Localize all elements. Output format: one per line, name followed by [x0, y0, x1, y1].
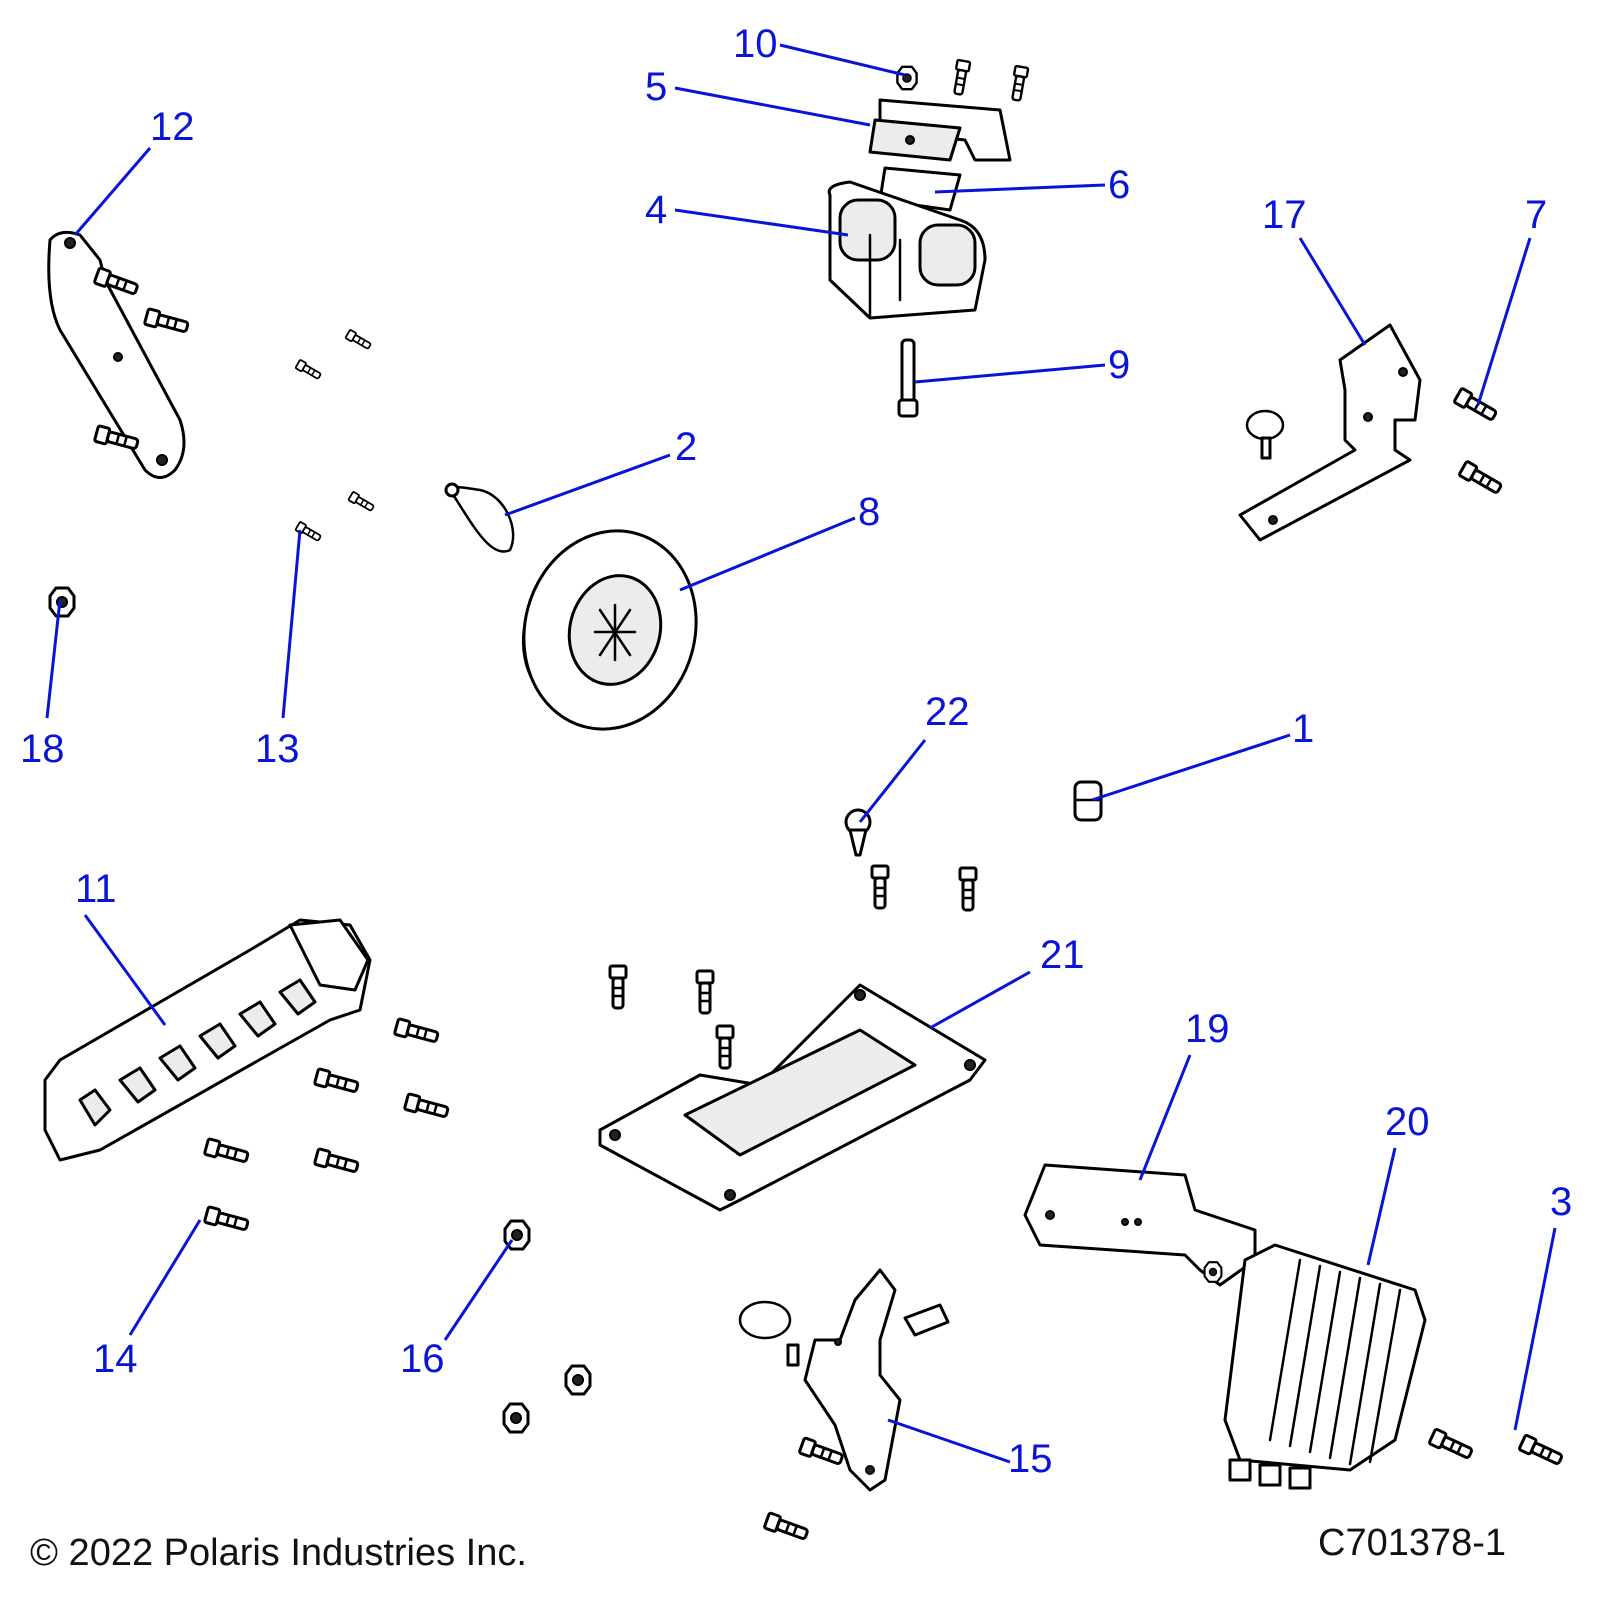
leader-19: [1138, 1054, 1192, 1181]
leader-16: [443, 1239, 514, 1341]
callout-3: 3: [1550, 1180, 1572, 1224]
leader-12: [73, 147, 152, 236]
leader-13: [281, 529, 302, 719]
bracket-part-17: [1238, 323, 1505, 542]
bracket-part-19: [1023, 1163, 1257, 1287]
callout-7: 7: [1525, 193, 1547, 237]
drawing-id: C701378-1: [1318, 1522, 1506, 1564]
callout-6: 6: [1108, 163, 1130, 207]
callout-2: 2: [675, 425, 697, 469]
cable-tie-part-2: [444, 482, 515, 553]
callout-22: 22: [925, 690, 970, 734]
callout-4: 4: [645, 188, 667, 232]
callout-12: 12: [150, 105, 195, 149]
callout-18: 18: [20, 727, 65, 771]
bracket-part-12: [47, 230, 191, 479]
callout-11: 11: [75, 867, 117, 911]
callout-13: 13: [255, 727, 300, 771]
callout-5: 5: [645, 65, 667, 109]
relay-assembly: [827, 58, 1030, 418]
grommet-part-8: [521, 529, 698, 731]
leader-8: [679, 516, 856, 592]
leader-9: [914, 363, 1106, 384]
leader-3: [1513, 1227, 1557, 1431]
leader-14: [128, 1219, 202, 1336]
callout-20: 20: [1385, 1100, 1430, 1144]
leader-6: [934, 183, 1106, 194]
bolt-part-3: [1517, 1433, 1566, 1469]
leader-5: [674, 86, 871, 127]
copyright-text: © 2022 Polaris Industries Inc.: [30, 1532, 527, 1574]
leader-7: [1476, 237, 1532, 406]
leader-lines: [45, 43, 1557, 1464]
plate-part-21: [598, 964, 987, 1212]
leader-17: [1298, 237, 1367, 346]
bracket-part-15: [738, 1268, 950, 1544]
callout-9: 9: [1108, 343, 1130, 387]
callout-17: 17: [1262, 193, 1307, 237]
leader-10: [779, 43, 906, 77]
leader-4: [674, 208, 849, 237]
leader-20: [1366, 1147, 1397, 1266]
long-bolt-part-9: [897, 338, 919, 418]
callout-19: 19: [1185, 1007, 1230, 1051]
nuts-part-16: [502, 1219, 592, 1434]
fastener-part-22: [844, 808, 978, 912]
screw-part-14: [202, 1205, 251, 1235]
callout-10: 10: [733, 22, 778, 66]
leader-2: [504, 453, 671, 517]
callout-8: 8: [858, 490, 880, 534]
callout-16: 16: [400, 1337, 445, 1381]
leader-18: [45, 599, 62, 719]
leader-11: [83, 914, 167, 1026]
nut-part-18: [48, 586, 76, 618]
fuse-block-part-11: [43, 918, 451, 1177]
clip-part-1: [1073, 780, 1103, 822]
callout-labels: 10 5 12 6 4 17 7 9 2 8 22 1 18 13 11 21 …: [20, 22, 1572, 1481]
screws-part-13: [294, 328, 376, 544]
callout-14: 14: [93, 1337, 138, 1381]
leader-15: [887, 1418, 1011, 1464]
callout-15: 15: [1008, 1437, 1053, 1481]
callout-21: 21: [1040, 933, 1085, 977]
leader-21: [929, 970, 1031, 1030]
callout-1: 1: [1292, 707, 1314, 751]
leader-22: [858, 739, 927, 823]
leader-1: [1091, 733, 1291, 802]
regulator-part-20: [1223, 1243, 1476, 1490]
